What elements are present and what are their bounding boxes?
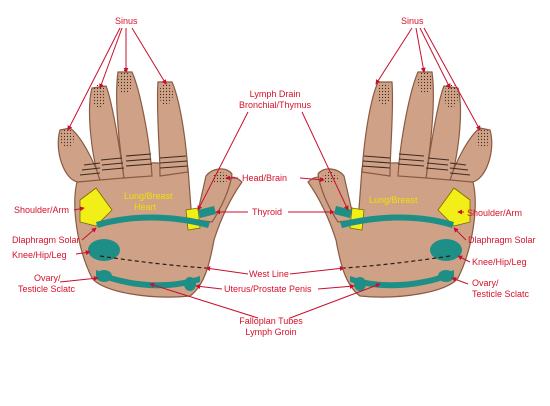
- lymph-groin-label: Lymph Groin: [245, 327, 296, 337]
- right-knee-zone: [430, 239, 462, 261]
- left-lung-label: Lung/Breast: [124, 191, 173, 201]
- thyroid-label: Thyroid: [252, 207, 282, 217]
- left-heart-label: Heart: [134, 202, 157, 212]
- right-index: [361, 81, 394, 177]
- left-ovary-zone: [96, 270, 112, 282]
- lymph-drain-label: Lymph Drain: [250, 89, 301, 99]
- shoulder-right-label: Shoulder/Arm: [467, 208, 522, 218]
- left-pinky-sinus-zone: [60, 128, 74, 148]
- right-middle-sinus-zone: [418, 70, 432, 94]
- right-pinky-sinus-zone: [476, 128, 490, 148]
- testicle-left-label: Testicle Sclatc: [18, 284, 76, 294]
- knee-left-label: Knee/Hip/Leg: [12, 250, 67, 260]
- pointer-arrows: [59, 27, 481, 319]
- sinus-left-label: Sinus: [115, 16, 138, 26]
- left-west-line: [99, 255, 207, 269]
- uterus-label: Uterus/Prostate Penis: [224, 284, 312, 294]
- ovary-left-label: Ovary/: [34, 273, 61, 283]
- left-ring-sinus-zone: [92, 84, 106, 108]
- ovary-right-label: Ovary/: [472, 278, 499, 288]
- left-middle: [116, 71, 153, 179]
- left-wrist-band: [96, 270, 200, 289]
- testicle-right-label: Testicle Sclatc: [472, 289, 530, 299]
- left-finger-bands: [79, 153, 189, 176]
- right-west-line: [343, 255, 451, 269]
- right-middle: [397, 71, 434, 179]
- diaphragm-left-label: Dlaphragm Solar: [12, 235, 80, 245]
- right-thumb-head-zone: [322, 172, 338, 184]
- head-brain-label: Head/Brain: [242, 173, 287, 183]
- shoulder-left-label: Shoulder/Arm: [14, 205, 69, 215]
- left-hand: Lung/Breast Heart: [57, 70, 243, 298]
- west-line-label: West Line: [249, 269, 289, 279]
- right-hand: Lung/Breast: [307, 70, 493, 298]
- right-ovary-zone: [438, 270, 454, 282]
- right-diaphragm-band: [340, 214, 454, 228]
- left-index-sinus-zone: [159, 83, 173, 105]
- bronchial-thymus-label: Bronchial/Thymus: [239, 100, 312, 110]
- right-index-sinus-zone: [377, 83, 391, 105]
- left-uterus-zone: [184, 277, 196, 291]
- left-thyroid-band: [198, 206, 216, 218]
- left-index: [156, 81, 189, 177]
- right-uterus-zone: [354, 277, 366, 291]
- fallopian-label: Falloplan Tubes: [239, 316, 303, 326]
- left-knee-zone: [88, 239, 120, 261]
- left-shoulder-lung-zone: [79, 187, 113, 227]
- knee-right-label: Knee/Hip/Leg: [472, 257, 527, 267]
- right-finger-bands: [361, 153, 471, 176]
- right-ring-sinus-zone: [444, 84, 458, 108]
- left-diaphragm-band: [96, 214, 210, 228]
- right-shoulder-lung-zone: [437, 187, 471, 227]
- diaphragm-right-label: Dlaphragm Solar: [468, 235, 536, 245]
- left-middle-sinus-zone: [118, 70, 132, 94]
- right-lung-label: Lung/Breast: [369, 195, 418, 205]
- labels: Sinus Sinus Lymph Drain Bronchial/Thymus…: [12, 16, 536, 337]
- sinus-right-label: Sinus: [401, 16, 424, 26]
